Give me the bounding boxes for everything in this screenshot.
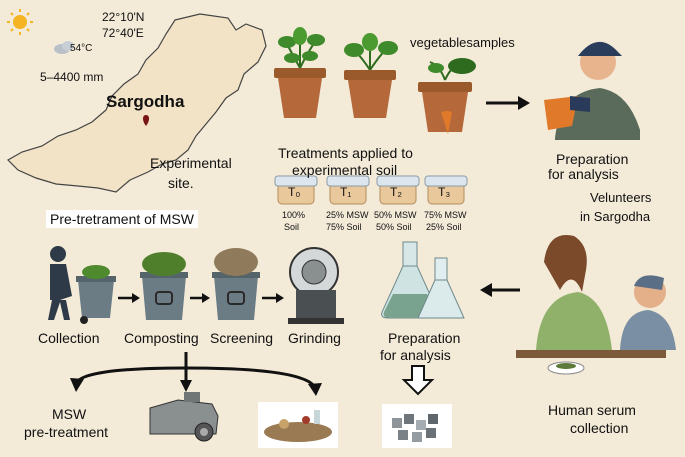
- flask-right: [417, 257, 465, 319]
- jar-t3: [424, 175, 468, 205]
- volunteers-line2: in Sargodha: [580, 209, 651, 224]
- step-arrows: [118, 293, 284, 303]
- step-grinding: Grinding: [288, 330, 341, 346]
- jar-t3-line2: 25% Soil: [426, 222, 462, 232]
- jar-t1-line1: 25% MSW: [326, 210, 369, 220]
- pakistan-map: [7, 13, 267, 193]
- grinder-machine: [288, 247, 344, 324]
- volunteers-line1: Velunteers: [590, 190, 652, 205]
- jar-t3-line1: 75% MSW: [424, 210, 467, 220]
- step-collection: Collection: [38, 330, 100, 346]
- branch-arrows: [74, 352, 316, 388]
- plant-pot-carrot: [418, 58, 476, 134]
- jar-t0-line1: 100%: [282, 210, 306, 220]
- prep-top-line2: for analysis: [548, 166, 619, 182]
- jar-t1-id: T₁: [340, 185, 352, 199]
- jar-t3-id: T₃: [438, 185, 451, 199]
- jar-t2-id: T₂: [390, 185, 402, 199]
- experimental-site-label-2: site.: [168, 175, 194, 191]
- jar-t0-line2: Soil: [284, 222, 300, 232]
- vegetable-samples-label: vegetablesamples: [410, 35, 515, 50]
- prep-top-line1: Preparation: [556, 151, 629, 167]
- jar-t1-line2: 75% Soil: [326, 222, 362, 232]
- screening-bin: [212, 248, 260, 320]
- plant-pot-1: [274, 27, 326, 118]
- city-label: Sargodha: [106, 92, 185, 111]
- step-composting: Composting: [124, 330, 199, 346]
- treatments-title-1: Treatments applied to: [278, 145, 413, 161]
- down-arrow-outline: [401, 365, 435, 396]
- waste-pile: [258, 402, 338, 448]
- msw-line1: MSW: [52, 406, 87, 422]
- scientist-figure: [544, 41, 640, 140]
- map-longitude: 72°40'E: [102, 26, 144, 40]
- waste-collector-figure: [48, 246, 116, 324]
- serum-collection-scene: [516, 235, 676, 375]
- jar-t2: [376, 175, 420, 205]
- treatments-title-2: experimental soil: [292, 162, 398, 178]
- cloud-icon: [54, 41, 74, 54]
- serum-line2: collection: [570, 420, 629, 436]
- jar-t0-id: T₀: [288, 185, 301, 199]
- jar-t2-line2: 50% Soil: [376, 222, 412, 232]
- jar-t0: [274, 175, 318, 205]
- composting-bin: [140, 252, 188, 320]
- temperature-value: 54°C: [70, 43, 93, 54]
- experimental-site-label-1: Experimental: [150, 155, 232, 171]
- rainfall-value: 5–4400 mm: [40, 70, 104, 84]
- prepared-samples: [382, 404, 452, 448]
- serum-line1: Human serum: [548, 402, 636, 418]
- map-pin-icon: [143, 115, 149, 126]
- step-screening: Screening: [210, 330, 274, 346]
- msw-line2: pre-treatment: [24, 424, 109, 440]
- prep-mid-line2: for analysis: [380, 347, 451, 363]
- jar-t1: [326, 175, 370, 205]
- sun-icon: [7, 9, 33, 35]
- pretreatment-machine: [149, 392, 219, 442]
- pretreatment-title: Pre-tretrament of MSW: [46, 210, 198, 228]
- plant-pot-2: [344, 33, 398, 118]
- jar-t2-line1: 50% MSW: [374, 210, 417, 220]
- prep-mid-line1: Preparation: [388, 330, 461, 346]
- map-latitude: 22°10'N: [102, 10, 145, 24]
